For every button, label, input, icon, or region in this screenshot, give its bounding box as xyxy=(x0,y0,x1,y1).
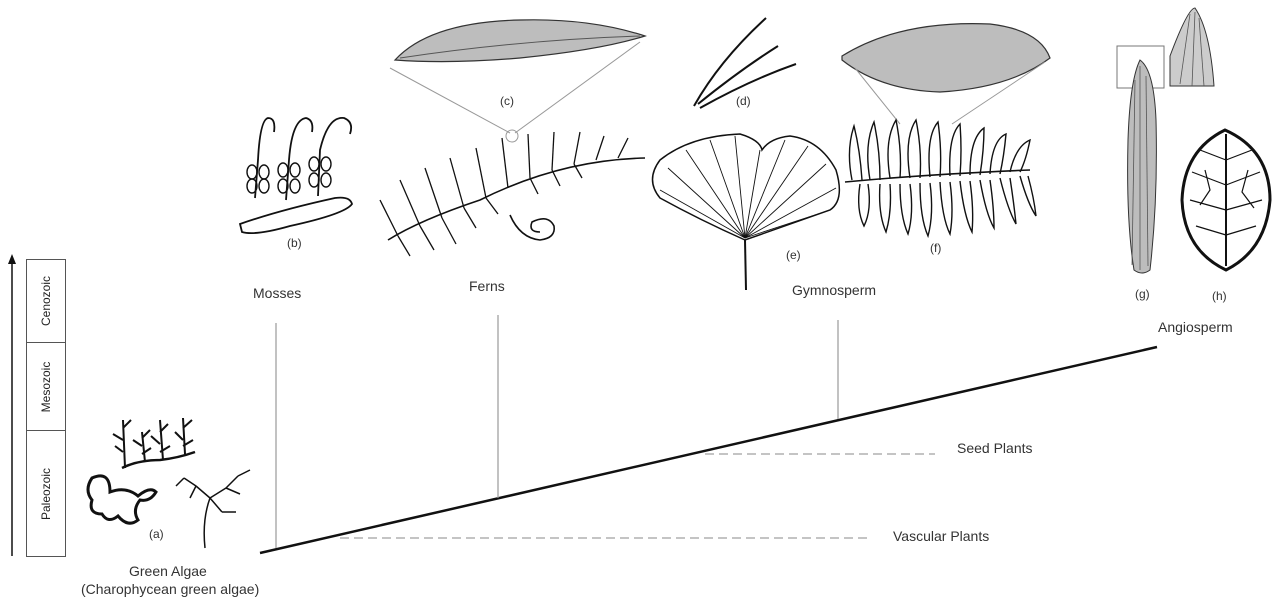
specimen-label-g: (g) xyxy=(1135,287,1150,301)
specimen-label-a: (a) xyxy=(149,527,164,541)
specimen-label-b: (b) xyxy=(287,236,302,250)
ginkgo-leaf-illustration xyxy=(653,134,840,290)
mosses-illustration xyxy=(240,118,352,233)
specimen-label-c: (c) xyxy=(500,94,514,108)
angiosperm-label: Angiosperm xyxy=(1158,319,1233,335)
green-algae-note: (Charophycean green algae) xyxy=(81,581,259,597)
era-paleozoic: Paleozoic xyxy=(26,430,66,557)
vascular-plants-label: Vascular Plants xyxy=(893,528,989,544)
fern-illustration xyxy=(380,20,645,256)
era-mesozoic: Mesozoic xyxy=(26,342,66,431)
gymnosperm-label: Gymnosperm xyxy=(792,282,876,298)
dicot-leaf-illustration xyxy=(1182,130,1270,270)
time-arrow-head xyxy=(8,254,16,264)
cycad-illustration xyxy=(842,24,1050,236)
green-algae-label: Green Algae xyxy=(129,563,207,579)
ferns-label: Ferns xyxy=(469,278,505,294)
specimen-label-h: (h) xyxy=(1212,289,1227,303)
monocot-leaf-illustration xyxy=(1117,8,1214,273)
seed-plants-label: Seed Plants xyxy=(957,440,1033,456)
green-algae-illustration xyxy=(88,418,250,548)
era-cenozoic: Cenozoic xyxy=(26,259,66,343)
specimen-label-f: (f) xyxy=(930,241,941,255)
specimen-label-e: (e) xyxy=(786,248,801,262)
mosses-label: Mosses xyxy=(253,285,301,301)
specimen-label-d: (d) xyxy=(736,94,751,108)
